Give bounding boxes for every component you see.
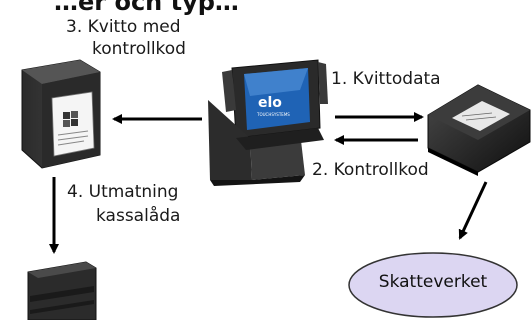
receipt-printer-icon [21, 59, 101, 169]
register-brand-text: elo [258, 95, 282, 111]
step4-label-line2: kassalåda [96, 206, 181, 226]
step2-label: 2. Kontrollkod [312, 160, 429, 180]
step3-label-line1: 3. Kvitto med [66, 17, 181, 37]
arrow-to-skatteverket [458, 181, 488, 240]
cash-drawer-icon [27, 261, 97, 320]
step3-label-line2: kontrollkod [92, 39, 186, 59]
step4-label-line1: 4. Utmatning [67, 182, 179, 202]
control-unit-icon [427, 84, 531, 176]
skatteverket-label: Skatteverket [378, 272, 488, 292]
pos-register-icon: elo TOUCHSYSTEMS [208, 59, 328, 186]
skatteverket-ellipse [348, 252, 518, 318]
diagram-title: …er och typ… [54, 0, 239, 16]
step1-label: 1. Kvittodata [331, 69, 441, 89]
register-sub-text: TOUCHSYSTEMS [256, 112, 290, 117]
